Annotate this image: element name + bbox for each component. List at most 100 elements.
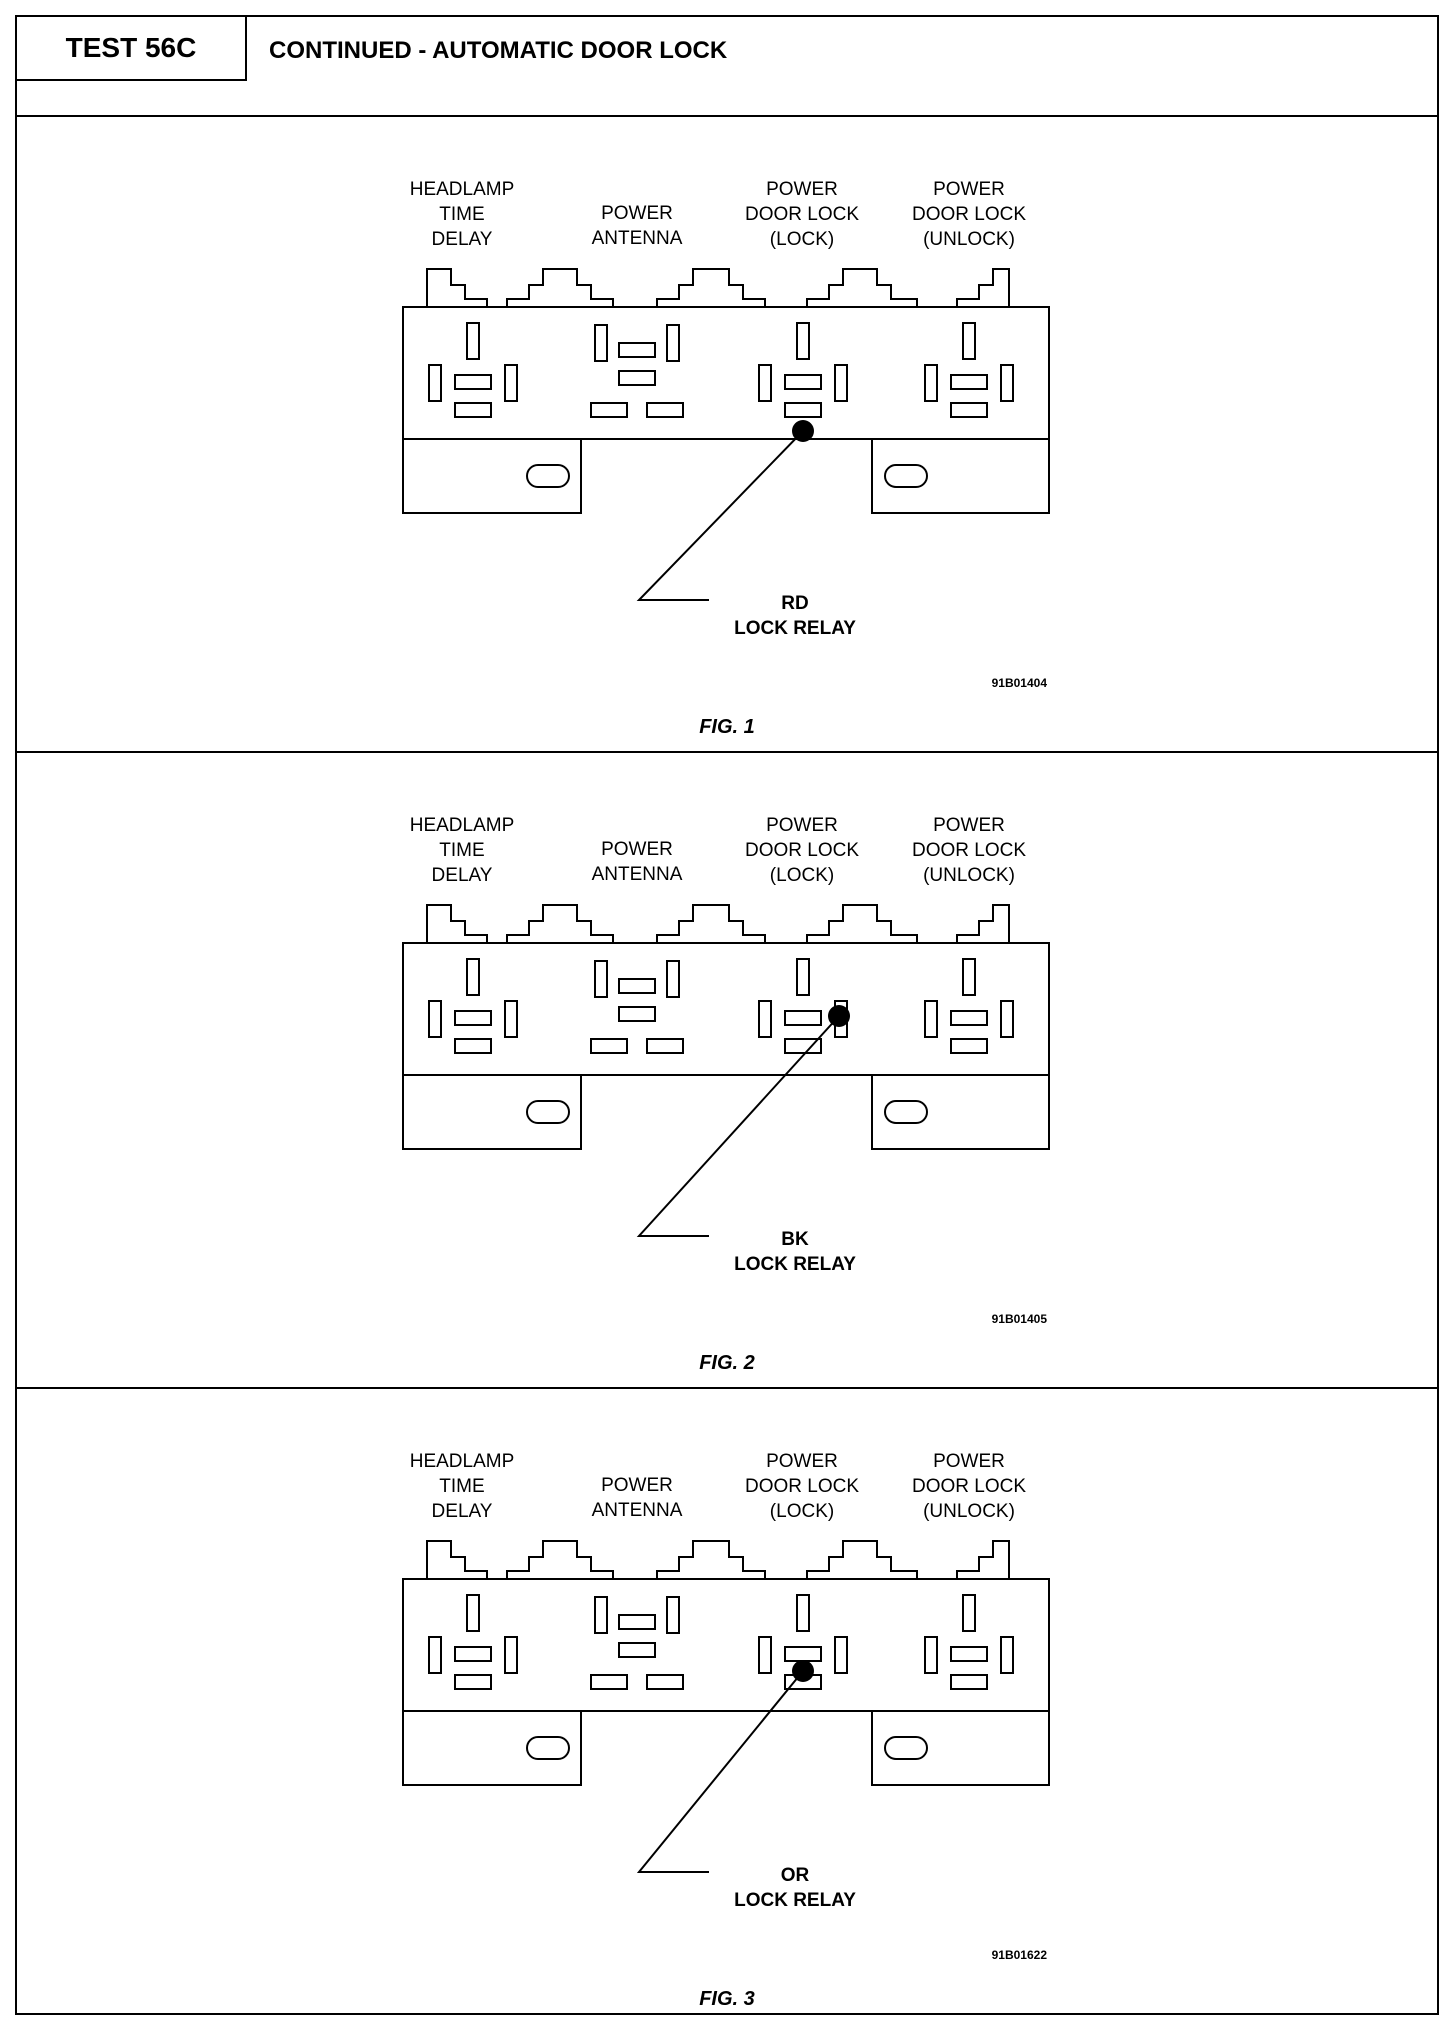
- terminal-slot: [618, 978, 656, 994]
- terminal-slot: [618, 1006, 656, 1022]
- terminal-slot: [666, 324, 680, 362]
- connector-tabs: [426, 268, 1010, 307]
- relay-label-headlamp: TIME: [439, 204, 484, 225]
- terminal-slot: [504, 1000, 518, 1038]
- terminal-slot: [784, 1646, 822, 1662]
- terminal-slot: [950, 1038, 988, 1054]
- terminal-slot: [1000, 364, 1014, 402]
- relay-label-lock: (LOCK): [770, 229, 834, 250]
- relay-socket-unlock: [924, 1594, 1014, 1690]
- terminal-slot: [454, 374, 492, 390]
- terminal-slot: [504, 364, 518, 402]
- leader-line: [636, 430, 804, 601]
- relay-socket-headlamp: [428, 1594, 518, 1690]
- test-number: TEST 56C: [65, 32, 197, 63]
- relay-label-unlock: POWER: [933, 179, 1005, 200]
- terminal-slot: [466, 958, 480, 996]
- terminal-slot: [466, 322, 480, 360]
- test-point-dot: [828, 1005, 850, 1027]
- terminal-slot: [646, 1674, 684, 1690]
- figure-caption: FIG. 1: [699, 716, 755, 738]
- relay-block-body: [402, 306, 1050, 440]
- relay-label-unlock: POWER: [933, 1451, 1005, 1472]
- terminal-slot: [962, 958, 976, 996]
- relay-label-antenna: POWER: [601, 203, 673, 224]
- mount-hole-left: [526, 1100, 570, 1124]
- terminal-slot: [1000, 1636, 1014, 1674]
- terminal-slot: [796, 958, 810, 996]
- terminal-slot: [950, 402, 988, 418]
- callout-label: LOCK RELAY: [734, 618, 856, 639]
- mount-hole-right: [884, 464, 928, 488]
- relay-socket-lock: [758, 1594, 848, 1690]
- terminal-slot: [618, 1614, 656, 1630]
- terminal-slot: [590, 402, 628, 418]
- relay-label-lock: POWER: [766, 815, 838, 836]
- relay-socket-lock: [758, 322, 848, 418]
- relay-label-lock: POWER: [766, 1451, 838, 1472]
- page-header: TEST 56C CONTINUED - AUTOMATIC DOOR LOCK: [17, 17, 1437, 117]
- terminal-slot: [834, 1636, 848, 1674]
- terminal-slot: [758, 1000, 772, 1038]
- test-point-dot: [792, 420, 814, 442]
- relay-socket-unlock: [924, 322, 1014, 418]
- relay-label-lock: DOOR LOCK: [745, 1476, 859, 1497]
- relay-label-headlamp: HEADLAMP: [410, 815, 515, 836]
- relay-label-antenna: ANTENNA: [592, 864, 683, 885]
- terminal-slot: [924, 364, 938, 402]
- relay-label-lock: DOOR LOCK: [745, 840, 859, 861]
- terminal-slot: [796, 322, 810, 360]
- figure-caption: FIG. 2: [699, 1352, 755, 1374]
- terminal-slot: [454, 1010, 492, 1026]
- relay-label-headlamp: DELAY: [432, 1501, 493, 1522]
- mount-hole-left: [526, 1736, 570, 1760]
- figure-caption: FIG. 3: [699, 1988, 755, 2010]
- wire-color-label: OR: [781, 1865, 810, 1886]
- relay-label-headlamp: TIME: [439, 1476, 484, 1497]
- terminal-slot: [962, 1594, 976, 1632]
- terminal-slot: [646, 402, 684, 418]
- relay-socket-antenna: [590, 960, 684, 1054]
- relay-label-lock: (LOCK): [770, 865, 834, 886]
- relay-label-unlock: DOOR LOCK: [912, 204, 1026, 225]
- relay-label-antenna: ANTENNA: [592, 1500, 683, 1521]
- relay-block-body: [402, 942, 1050, 1076]
- mount-hole-right: [884, 1736, 928, 1760]
- terminal-slot: [504, 1636, 518, 1674]
- terminal-slot: [950, 1646, 988, 1662]
- terminal-slot: [1000, 1000, 1014, 1038]
- wire-color-label: RD: [781, 593, 808, 614]
- terminal-slot: [454, 1038, 492, 1054]
- terminal-slot: [950, 1674, 988, 1690]
- terminal-slot: [666, 960, 680, 998]
- terminal-slot: [950, 374, 988, 390]
- relay-label-unlock: (UNLOCK): [923, 229, 1015, 250]
- terminal-slot: [618, 370, 656, 386]
- relay-label-headlamp: HEADLAMP: [410, 179, 515, 200]
- terminal-slot: [834, 364, 848, 402]
- relay-label-antenna: POWER: [601, 1475, 673, 1496]
- relay-label-antenna: POWER: [601, 839, 673, 860]
- callout-label: LOCK RELAY: [734, 1890, 856, 1911]
- figure-code: 91B01405: [992, 1312, 1048, 1326]
- callout-label: LOCK RELAY: [734, 1254, 856, 1275]
- terminal-slot: [784, 374, 822, 390]
- terminal-slot: [454, 1674, 492, 1690]
- document-page: TEST 56C CONTINUED - AUTOMATIC DOOR LOCK…: [15, 15, 1439, 2015]
- relay-label-unlock: (UNLOCK): [923, 1501, 1015, 1522]
- terminal-slot: [646, 1038, 684, 1054]
- terminal-slot: [758, 364, 772, 402]
- mount-hole-right: [884, 1100, 928, 1124]
- relay-socket-unlock: [924, 958, 1014, 1054]
- terminal-slot: [784, 1010, 822, 1026]
- terminal-slot: [758, 1636, 772, 1674]
- page-title: CONTINUED - AUTOMATIC DOOR LOCK: [269, 37, 728, 64]
- terminal-slot: [594, 324, 608, 362]
- relay-socket-headlamp: [428, 958, 518, 1054]
- relay-label-unlock: DOOR LOCK: [912, 1476, 1026, 1497]
- relay-label-headlamp: DELAY: [432, 229, 493, 250]
- terminal-slot: [594, 960, 608, 998]
